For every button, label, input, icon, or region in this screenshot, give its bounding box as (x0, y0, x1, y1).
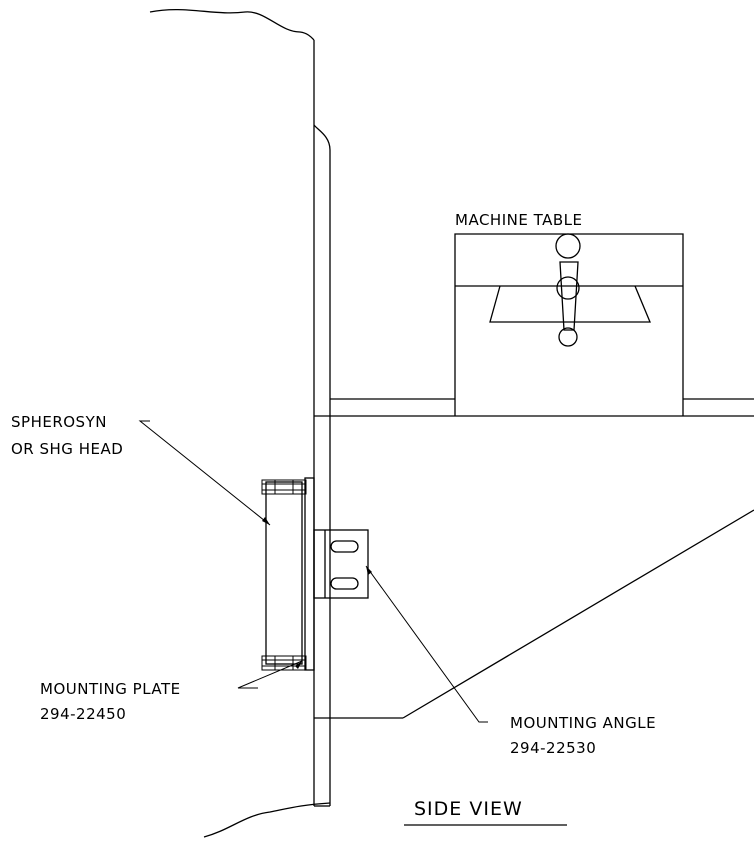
head-label-line2: OR SHG HEAD (11, 440, 123, 458)
machine-base (314, 415, 754, 719)
machine-table (454, 233, 684, 416)
bottom-break-line (203, 802, 331, 838)
plate-label-line1: MOUNTING PLATE (40, 680, 181, 698)
head-label-line1: SPHEROSYN (11, 413, 107, 431)
machine-table-label: MACHINE TABLE (455, 211, 582, 229)
angle-label-line1: MOUNTING ANGLE (510, 714, 656, 732)
arrowheads (262, 517, 372, 669)
mounting-angle (313, 529, 369, 599)
mounting-plate (304, 477, 315, 671)
angle-label-line2: 294-22530 (510, 739, 596, 757)
plate-label-line2: 294-22450 (40, 705, 126, 723)
spherosyn-head (261, 479, 307, 671)
machine-column (313, 40, 331, 807)
top-break-line (149, 9, 315, 41)
side-view-title: SIDE VIEW (414, 798, 523, 820)
leader-lines (138, 420, 488, 723)
